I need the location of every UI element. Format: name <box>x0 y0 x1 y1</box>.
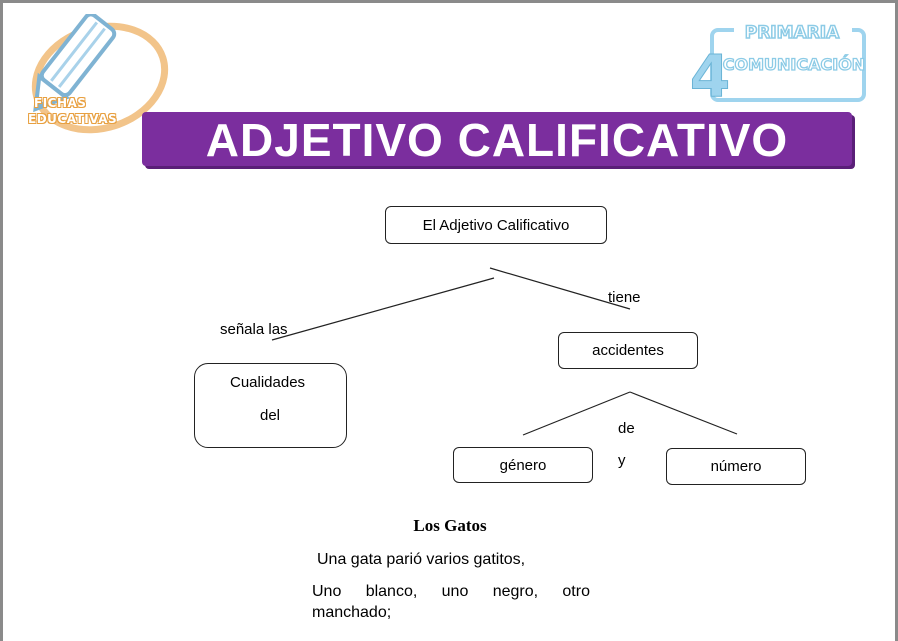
poem-word: negro, <box>492 583 539 600</box>
line-to-genero <box>522 391 631 436</box>
genero-text: género <box>499 456 547 474</box>
poem-line-3: manchado; <box>312 604 392 621</box>
left-connector-label: señala las <box>220 321 288 338</box>
right-connector-label: tiene <box>608 289 641 306</box>
numero-text: número <box>710 458 762 475</box>
fichas-educativas-logo: FICHAS EDUCATIVAS <box>12 12 172 144</box>
logo-primaria-text: PRIMARIA <box>745 23 840 43</box>
poem-line-1: Una gata parió varios gatitos, <box>317 551 526 568</box>
sub-joiner-label: y <box>618 452 626 469</box>
poem-word: otro <box>562 583 590 600</box>
primaria-comunicacion-logo: PRIMARIA 4 COMUNICACIÓN <box>688 18 870 111</box>
cualidades-del-text: del <box>260 407 281 424</box>
line-to-cualidades <box>271 277 495 341</box>
poem-line-2: Uno blanco, uno negro, otro <box>312 583 590 601</box>
poem-title: Los Gatos <box>413 516 487 535</box>
numero-box: número <box>666 448 806 485</box>
poem-word: uno <box>441 583 469 600</box>
logo-text-line1: FICHAS <box>34 96 87 110</box>
root-concept-text: El Adjetivo Calificativo <box>422 216 570 234</box>
line-to-accidentes <box>489 267 631 310</box>
genero-box: género <box>453 447 593 483</box>
cualidades-box: Cualidades del <box>194 363 347 448</box>
pencil-icon <box>31 12 169 134</box>
logo-comunicacion-text: COMUNICACIÓN <box>723 55 865 74</box>
page-title: ADJETIVO CALIFICATIVO <box>205 114 789 166</box>
title-banner: ADJETIVO CALIFICATIVO <box>142 112 852 166</box>
logo-number-text: 4 <box>690 42 730 110</box>
logo-text-line2: EDUCATIVAS <box>28 112 118 126</box>
accidentes-text: accidentes <box>592 342 664 359</box>
accidentes-box: accidentes <box>558 332 698 369</box>
sub-connector-label: de <box>618 420 635 437</box>
cualidades-text: Cualidades <box>230 374 306 391</box>
line-to-numero <box>629 391 738 435</box>
root-concept-box: El Adjetivo Calificativo <box>385 206 607 244</box>
poem-word: Uno <box>312 583 342 600</box>
poem-word: blanco, <box>365 583 418 600</box>
